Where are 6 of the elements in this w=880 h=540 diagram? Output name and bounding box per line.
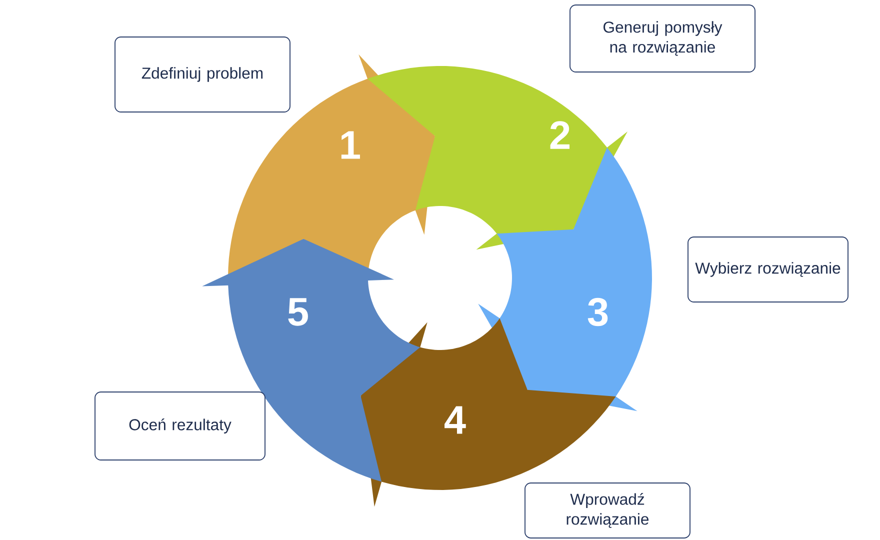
- text-box: Wprowadź rozwiązanie: [524, 482, 690, 538]
- text-box: Generuj pomysły na rozwiązanie: [570, 4, 756, 72]
- text-box: Oceń rezultaty: [94, 392, 266, 460]
- text-box: Zdefiniuj problem: [114, 36, 290, 112]
- arrow-segment: 2: [368, 66, 628, 250]
- text-box: Wybierz rozwiązanie: [688, 236, 848, 302]
